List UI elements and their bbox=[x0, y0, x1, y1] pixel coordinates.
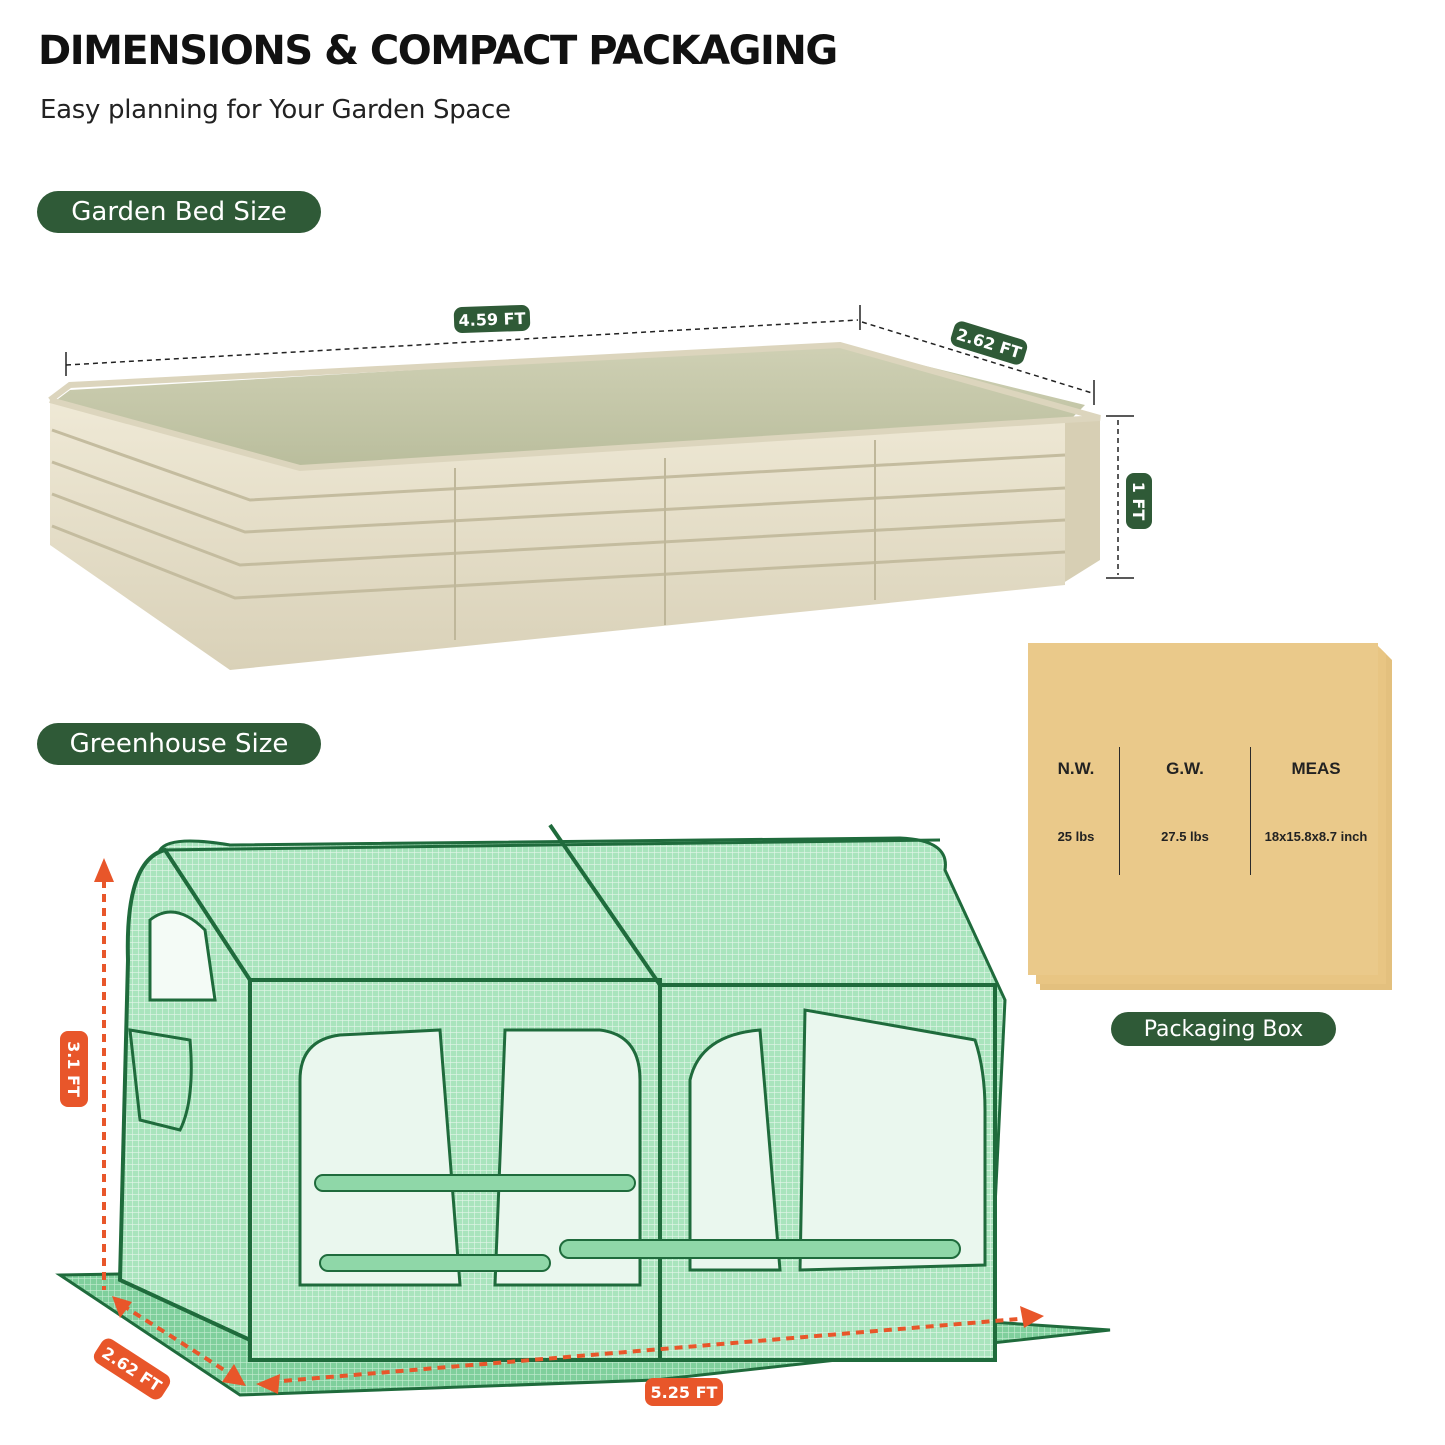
packaging-box-label: Packaging Box bbox=[1111, 1012, 1336, 1046]
packaging-spec-table: N.W. 25 lbs G.W. 27.5 lbs MEAS 18x15.8x8… bbox=[1032, 745, 1380, 875]
spec-divider bbox=[1119, 747, 1120, 875]
garden-bed-illustration bbox=[48, 305, 1134, 670]
spec-col-net-weight: N.W. 25 lbs bbox=[1057, 759, 1095, 844]
bed-front-wall bbox=[50, 400, 1065, 670]
page-title: DIMENSIONS & COMPACT PACKAGING bbox=[38, 28, 838, 74]
greenhouse-section-label: Greenhouse Size bbox=[37, 723, 321, 765]
spec-col-gross-weight: G.W. 27.5 lbs bbox=[1161, 759, 1209, 844]
spec-divider bbox=[1250, 747, 1251, 875]
bed-right-wall bbox=[1060, 420, 1100, 585]
greenhouse-length-label: 5.25 FT bbox=[645, 1378, 723, 1406]
spec-col-measurements: MEAS 18x15.8x8.7 inch bbox=[1264, 759, 1368, 844]
greenhouse-height-label: 3.1 FT bbox=[60, 1031, 88, 1107]
packaging-box bbox=[1028, 643, 1378, 975]
garden-bed-section-label: Garden Bed Size bbox=[37, 191, 321, 233]
page-subtitle: Easy planning for Your Garden Space bbox=[40, 95, 511, 125]
